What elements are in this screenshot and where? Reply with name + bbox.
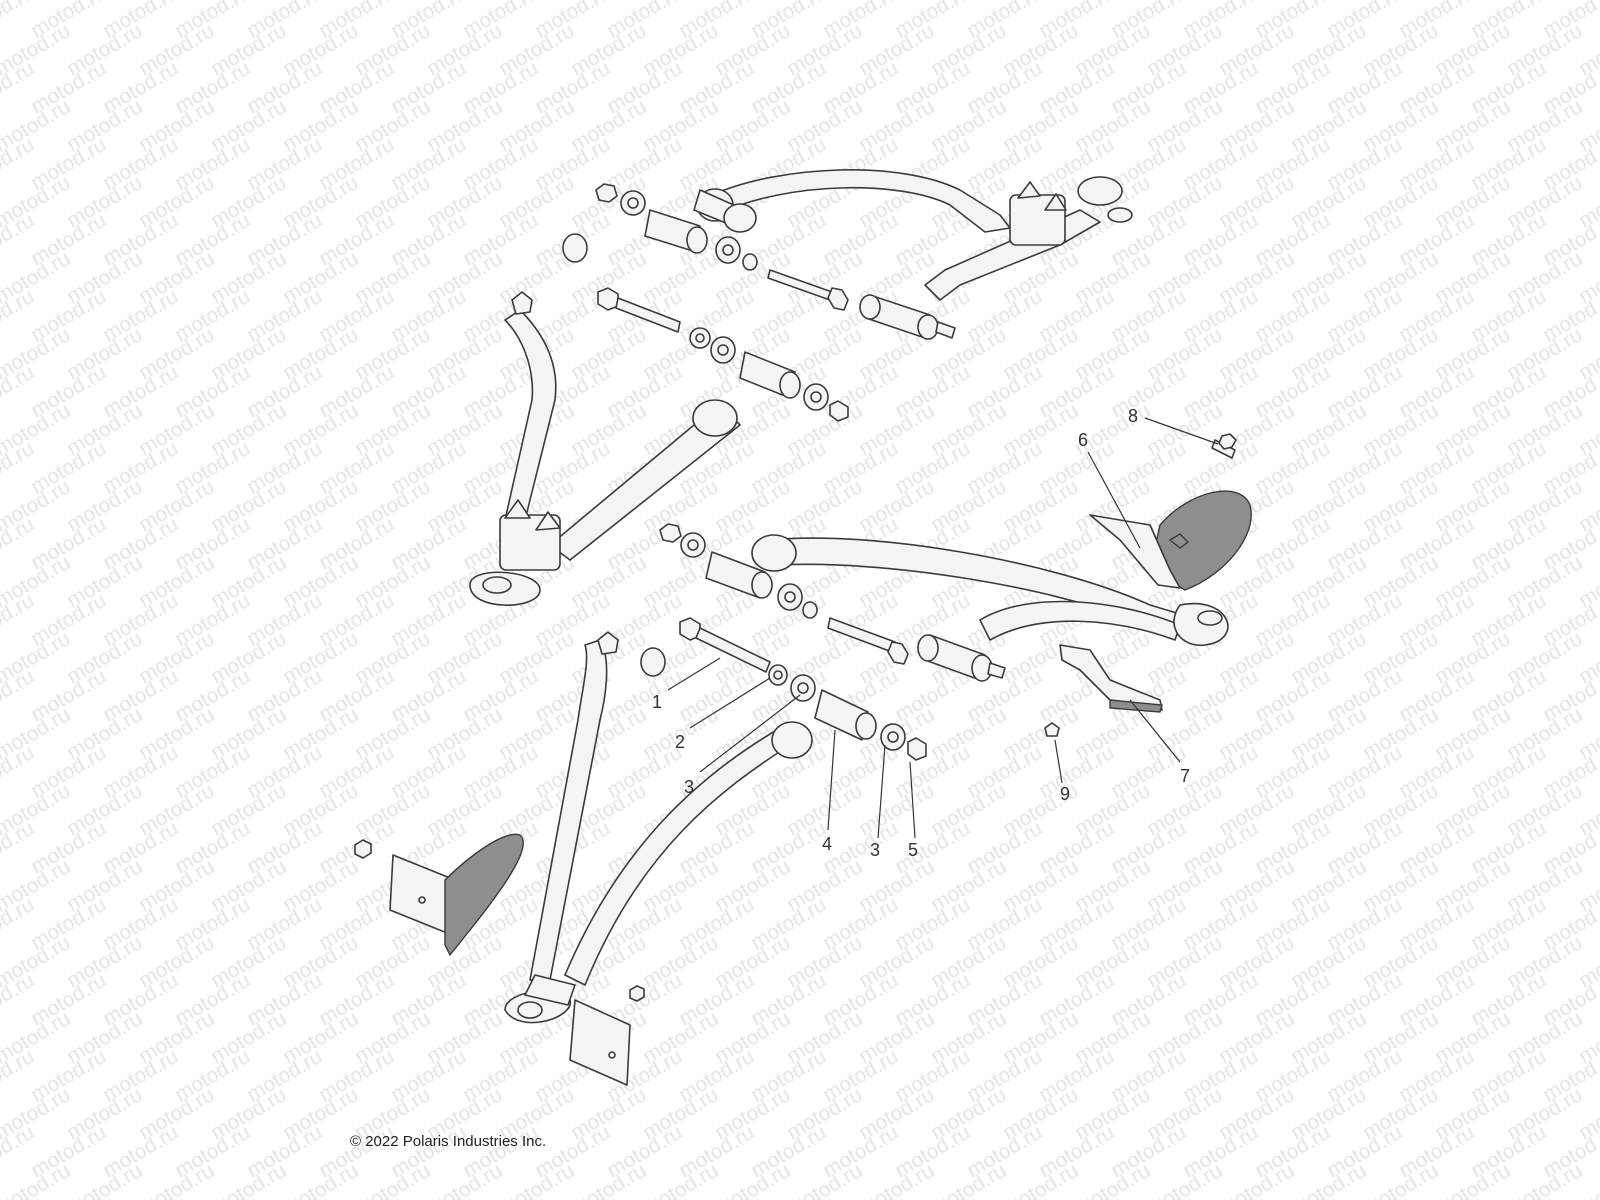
copyright-notice: © 2022 Polaris Industries Inc.	[350, 1133, 547, 1150]
upper-front-a-arm	[751, 534, 1229, 682]
upper-rear-hardware	[595, 183, 849, 311]
front-guard-left	[389, 833, 524, 957]
watermark-text: motod.ru	[1575, 0, 1600, 4]
front-guard-right	[1089, 490, 1252, 591]
watermark-text: motod.ru	[0, 1159, 2, 1200]
lower-rear-hardware	[597, 287, 849, 422]
lower-rear-a-arm	[469, 233, 741, 606]
callouts: 1 2 3 4 3 5 6 7 8 9	[652, 406, 1190, 860]
callout-3a: 3	[684, 777, 694, 797]
upper-front-hardware	[659, 523, 909, 665]
callout-8: 8	[1128, 406, 1138, 426]
lower-front-a-arm	[504, 631, 813, 1024]
callout-5: 5	[908, 840, 918, 860]
skid-plate-right	[1059, 644, 1163, 713]
callout-3b: 3	[870, 840, 880, 860]
callout-leaders	[667, 417, 1219, 839]
callout-2: 2	[675, 732, 685, 752]
lower-front-hardware	[679, 617, 927, 761]
callout-4: 4	[822, 834, 832, 854]
skid-plate-lower	[569, 999, 631, 1086]
callout-6: 6	[1078, 430, 1088, 450]
upper-rear-a-arm	[693, 169, 1133, 340]
callout-1: 1	[652, 692, 662, 712]
callout-7: 7	[1180, 766, 1190, 786]
callout-9: 9	[1060, 784, 1070, 804]
